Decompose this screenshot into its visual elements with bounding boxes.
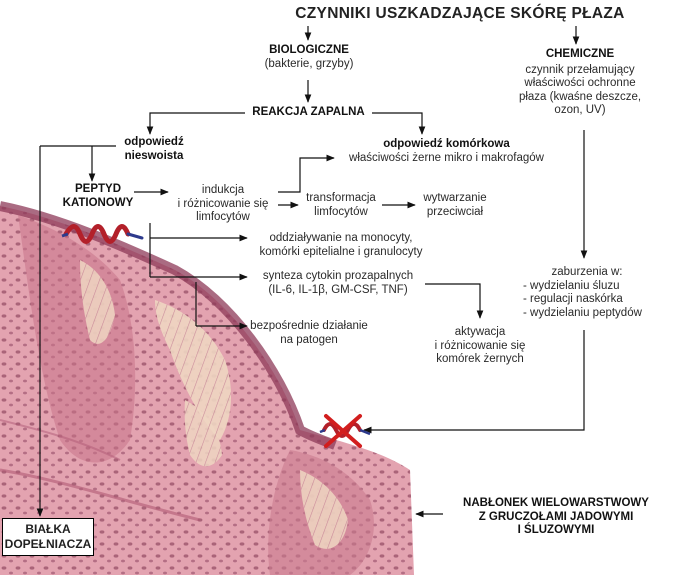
- crossed-out-peptide-icon: [319, 414, 371, 448]
- node-patogen-line: na patogen: [280, 333, 338, 346]
- node-aktywacja: aktywacja i różnicowanie się komórek żer…: [425, 326, 535, 367]
- node-biologiczne: BIOLOGICZNE (bakterie, grzyby): [250, 44, 368, 71]
- node-patogen-line: bezpośrednie działanie: [250, 320, 368, 332]
- arrow-to-komorkowa: [278, 154, 335, 193]
- diagram-title: CZYNNIKI USZKADZAJĄCE SKÓRĘ PŁAZA: [295, 5, 625, 22]
- node-bialka-line: DOPEŁNIACZA: [4, 537, 92, 551]
- node-peptyd-kationowy: PEPTYD KATIONOWY: [58, 183, 138, 210]
- node-nieswoista-line: nieswoista: [124, 149, 184, 162]
- arrow-cytokiny-to-aktywacja: [425, 283, 484, 319]
- arrow-reakcja-to-komorkowa: [372, 112, 426, 135]
- node-indukcja-line: limfocytów: [196, 211, 250, 223]
- node-indukcja: indukcja i różnicowanie się limfocytów: [168, 184, 278, 225]
- node-monocyty-line: komórki epitelialne i granulocyty: [259, 245, 423, 258]
- node-bialka-line: BIAŁKA: [25, 522, 71, 536]
- node-zaburzenia-line: zaburzenia w:: [551, 266, 623, 278]
- node-synteza-cytokin: synteza cytokin prozapalnych (IL-6, IL-1…: [248, 270, 428, 297]
- node-peptyd-line: PEPTYD: [74, 183, 121, 195]
- node-chemiczne-line: czynnik przełamujący: [525, 63, 635, 76]
- node-bialka-dopelniacza: BIAŁKA DOPEŁNIACZA: [2, 518, 94, 556]
- node-zaburzenia: zaburzenia w: - wydzielaniu śluzu - regu…: [523, 266, 651, 320]
- node-transformacja-line: transformacja: [306, 192, 376, 204]
- node-nablonek-line: NABŁONEK WIELOWARSTWOWY: [463, 497, 649, 509]
- node-aktywacja-line: komórek żernych: [436, 353, 524, 365]
- node-transformacja: transformacja limfocytów: [298, 192, 384, 219]
- node-odpowiedz-nieswoista: odpowiedź nieswoista: [104, 136, 204, 163]
- node-wytwarzanie-line: przeciwciał: [426, 205, 484, 218]
- node-zaburzenia-line: - regulacji naskórka: [523, 293, 623, 305]
- node-wytwarzanie: wytwarzanie przeciwciał: [415, 192, 495, 219]
- node-peptyd-line: KATIONOWY: [62, 196, 134, 209]
- node-monocyty-line: oddziaływanie na monocyty,: [269, 232, 413, 244]
- node-indukcja-line: i różnicowanie się: [177, 197, 269, 210]
- node-dzialanie-na-patogen: bezpośrednie działanie na patogen: [248, 320, 370, 347]
- node-aktywacja-line: i różnicowanie się: [434, 339, 526, 352]
- node-zaburzenia-line: - wydzielaniu śluzu: [523, 279, 620, 292]
- node-transformacja-line: limfocytów: [314, 205, 368, 218]
- node-reakcja-zapalna: REAKCJA ZAPALNA: [252, 106, 365, 118]
- node-aktywacja-line: aktywacja: [454, 326, 506, 338]
- arrow-zaburzenia-to-blocked: [363, 330, 585, 434]
- node-chemiczne-line: właściwości ochronne: [524, 77, 636, 89]
- alpha-helix-peptide-icon: [61, 224, 144, 244]
- node-nablonek-line: Z GRUCZOŁAMI JADOWYMI: [478, 510, 634, 523]
- node-zaburzenia-line: - wydzielaniu peptydów: [523, 306, 642, 319]
- node-biologiczne-title: BIOLOGICZNE: [269, 44, 349, 56]
- node-biologiczne-line: (bakterie, grzyby): [264, 57, 354, 70]
- node-odpowiedz-komorkowa: odpowiedź komórkowa właściwości żerne mi…: [334, 138, 559, 165]
- node-cytokiny-line: synteza cytokin prozapalnych: [262, 270, 414, 282]
- node-komorkowa-line: właściwości żerne mikro i makrofagów: [349, 151, 544, 164]
- node-nablonek: NABŁONEK WIELOWARSTWOWY Z GRUCZOŁAMI JAD…: [445, 497, 667, 538]
- node-wytwarzanie-line: wytwarzanie: [423, 192, 487, 204]
- node-komorkowa-title: odpowiedź komórkowa: [383, 138, 510, 150]
- node-chemiczne: CHEMICZNE czynnik przełamujący właściwoś…: [500, 48, 660, 118]
- arrow-reakcja-to-nieswoista: [146, 112, 245, 135]
- node-nablonek-line: I ŚLUZOWYMI: [517, 524, 595, 536]
- node-chemiczne-title: CHEMICZNE: [545, 48, 615, 60]
- node-indukcja-line: indukcja: [201, 184, 245, 196]
- node-cytokiny-line: (IL-6, IL-1β, GM-CSF, TNF): [268, 283, 408, 296]
- node-chemiczne-line: ozon, UV): [554, 104, 606, 116]
- node-nieswoista-line: odpowiedź: [124, 136, 184, 148]
- node-oddzialywanie: oddziaływanie na monocyty, komórki epite…: [248, 232, 434, 259]
- node-chemiczne-line: płaza (kwaśne deszcze,: [518, 90, 642, 103]
